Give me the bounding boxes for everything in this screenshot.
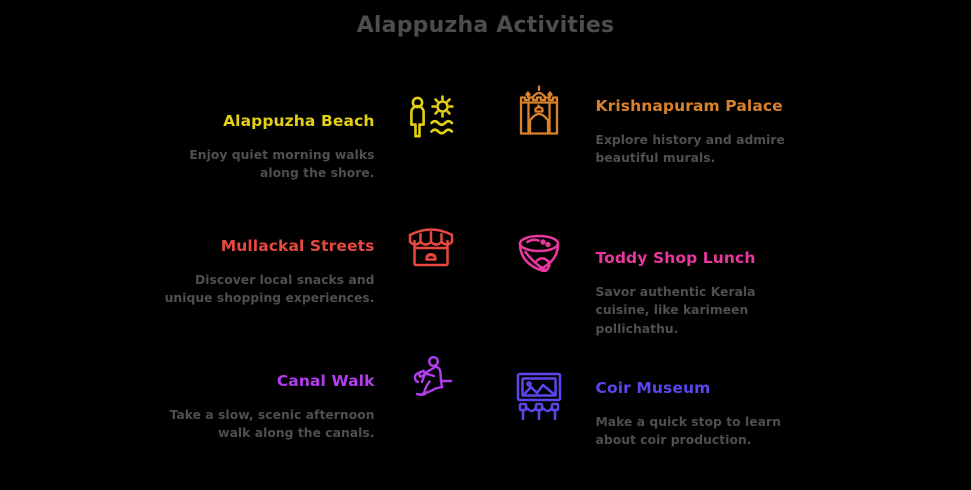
activity-text-block: Coir Museum Make a quick stop to learn a… (574, 357, 814, 450)
activities-column-left: Alappuzha Beach Enjoy quiet morning walk… (0, 72, 486, 490)
activity-item-alappuzha-beach[interactable]: Alappuzha Beach Enjoy quiet morning walk… (0, 72, 486, 209)
activity-text-block: Canal Walk Take a slow, scenic afternoon… (156, 342, 396, 443)
activity-text-block: Krishnapuram Palace Explore history and … (574, 72, 814, 168)
activity-text-block: Alappuzha Beach Enjoy quiet morning walk… (156, 72, 396, 183)
activities-grid: Alappuzha Beach Enjoy quiet morning walk… (0, 72, 971, 490)
activity-description: Take a slow, scenic afternoon walk along… (169, 407, 375, 441)
activity-text-block: Toddy Shop Lunch Savor authentic Kerala … (574, 217, 814, 338)
activity-description: Discover local snacks and unique shoppin… (164, 272, 375, 306)
activities-column-right: Krishnapuram Palace Explore history and … (486, 72, 971, 490)
activity-item-toddy-shop-lunch[interactable]: Toddy Shop Lunch Savor authentic Kerala … (486, 217, 971, 357)
market-stall-icon (396, 209, 466, 279)
activity-description: Make a quick stop to learn about coir pr… (595, 414, 781, 448)
activity-title: Alappuzha Beach (223, 112, 375, 130)
activity-description: Explore history and admire beautiful mur… (595, 132, 785, 166)
activity-description: Savor authentic Kerala cuisine, like kar… (595, 284, 756, 336)
beach-person-sun-waves-icon (396, 72, 466, 142)
activity-text-block: Mullackal Streets Discover local snacks … (156, 209, 396, 308)
activity-item-mullackal-streets[interactable]: Mullackal Streets Discover local snacks … (0, 209, 486, 342)
page-title: Alappuzha Activities (356, 13, 615, 38)
palace-gateway-icon (504, 72, 574, 142)
food-bowl-spoon-icon (504, 217, 574, 287)
activity-item-coir-museum[interactable]: Coir Museum Make a quick stop to learn a… (486, 357, 971, 490)
activity-title: Canal Walk (276, 372, 375, 390)
activity-description: Enjoy quiet morning walks along the shor… (189, 147, 375, 181)
activity-title: Toddy Shop Lunch (595, 249, 756, 267)
activity-title: Krishnapuram Palace (595, 97, 783, 115)
activity-title: Coir Museum (595, 379, 711, 397)
activity-item-canal-walk[interactable]: Canal Walk Take a slow, scenic afternoon… (0, 342, 486, 490)
museum-framed-picture-icon (504, 357, 574, 427)
activity-title: Mullackal Streets (220, 237, 375, 255)
hiker-backpack-icon (396, 342, 466, 412)
activity-item-krishnapuram-palace[interactable]: Krishnapuram Palace Explore history and … (486, 72, 971, 217)
